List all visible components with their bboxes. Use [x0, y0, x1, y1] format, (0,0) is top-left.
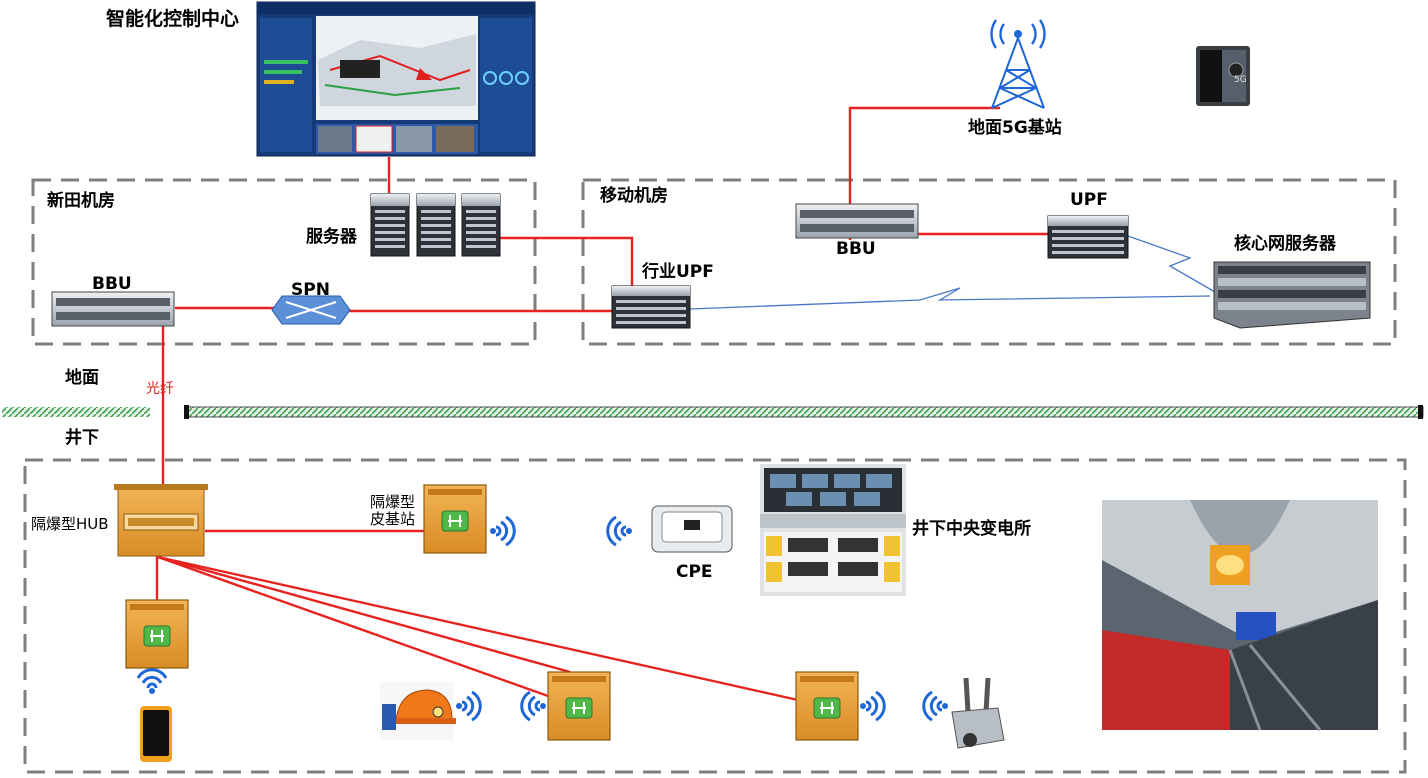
wireless-icon-7 — [136, 668, 168, 696]
base-station-icon-2 — [125, 599, 189, 669]
miner-helmet-icon — [380, 682, 456, 740]
fiber-label: 光纤 — [146, 381, 174, 397]
ground-line-left — [2, 407, 150, 417]
mobile-room-label: 移动机房 — [600, 186, 668, 206]
explosion-proof-hub-icon — [114, 484, 208, 557]
substation-label: 井下中央变电所 — [912, 519, 1031, 539]
hub-label: 隔爆型HUB — [31, 515, 109, 533]
control-center-screen — [256, 1, 536, 157]
ground-line-right — [184, 406, 1424, 418]
xintian-room-label: 新田机房 — [47, 191, 115, 211]
blue-links — [689, 235, 1216, 310]
xintian-room-box — [31, 178, 537, 346]
spn-router-icon — [271, 295, 351, 325]
core-servers-label: 核心网服务器 — [1234, 234, 1336, 254]
bbu-left-icon — [51, 291, 175, 327]
phone-5g-icon: 5G — [1196, 46, 1250, 106]
upf-label: UPF — [1070, 190, 1108, 210]
phone-5g-badge: 5G — [1234, 75, 1247, 85]
underground-box — [23, 458, 1407, 774]
server-icon-2 — [416, 193, 456, 257]
substation-image — [760, 464, 906, 596]
ground-label: 地面 — [65, 368, 99, 388]
wireless-icon-1 — [488, 515, 516, 547]
control-center-label: 智能化控制中心 — [106, 8, 240, 30]
wireless-icon-4 — [520, 690, 548, 722]
base-station-label-line2: 皮基站 — [370, 510, 416, 528]
tunnel-photo — [1102, 500, 1378, 731]
bbu-right-label: BBU — [836, 239, 876, 259]
server-icon-3 — [461, 193, 501, 257]
handheld-phone-icon — [140, 706, 172, 762]
cell-tower-icon — [990, 19, 1046, 109]
base-station-icon-4 — [795, 671, 859, 741]
base-station-icon-1 — [423, 484, 487, 554]
industry-upf-label: 行业UPF — [642, 262, 714, 282]
server-icon-1 — [370, 193, 410, 257]
core-server-icon — [1213, 261, 1371, 329]
wireless-icon-3 — [454, 690, 482, 722]
spn-label: SPN — [291, 280, 330, 300]
cpe-icon — [651, 505, 733, 553]
ground-5g-label: 地面5G基站 — [968, 118, 1062, 138]
cpe-label: CPE — [676, 562, 713, 582]
bbu-left-label: BBU — [92, 274, 132, 294]
base-station-icon-3 — [547, 671, 611, 741]
servers-label: 服务器 — [306, 227, 357, 247]
underground-label: 井下 — [65, 428, 99, 448]
antenna-device-icon — [951, 677, 1005, 749]
upf-icon — [1047, 215, 1129, 259]
bbu-right-icon — [795, 203, 919, 239]
mobile-room-box — [581, 178, 1397, 346]
base-station-label-line1: 隔爆型 — [370, 493, 416, 511]
red-links — [155, 106, 1048, 702]
wireless-icon-6 — [922, 690, 950, 722]
industry-upf-icon — [611, 285, 691, 329]
wireless-icon-2 — [606, 515, 634, 547]
wireless-icon-5 — [858, 690, 886, 722]
